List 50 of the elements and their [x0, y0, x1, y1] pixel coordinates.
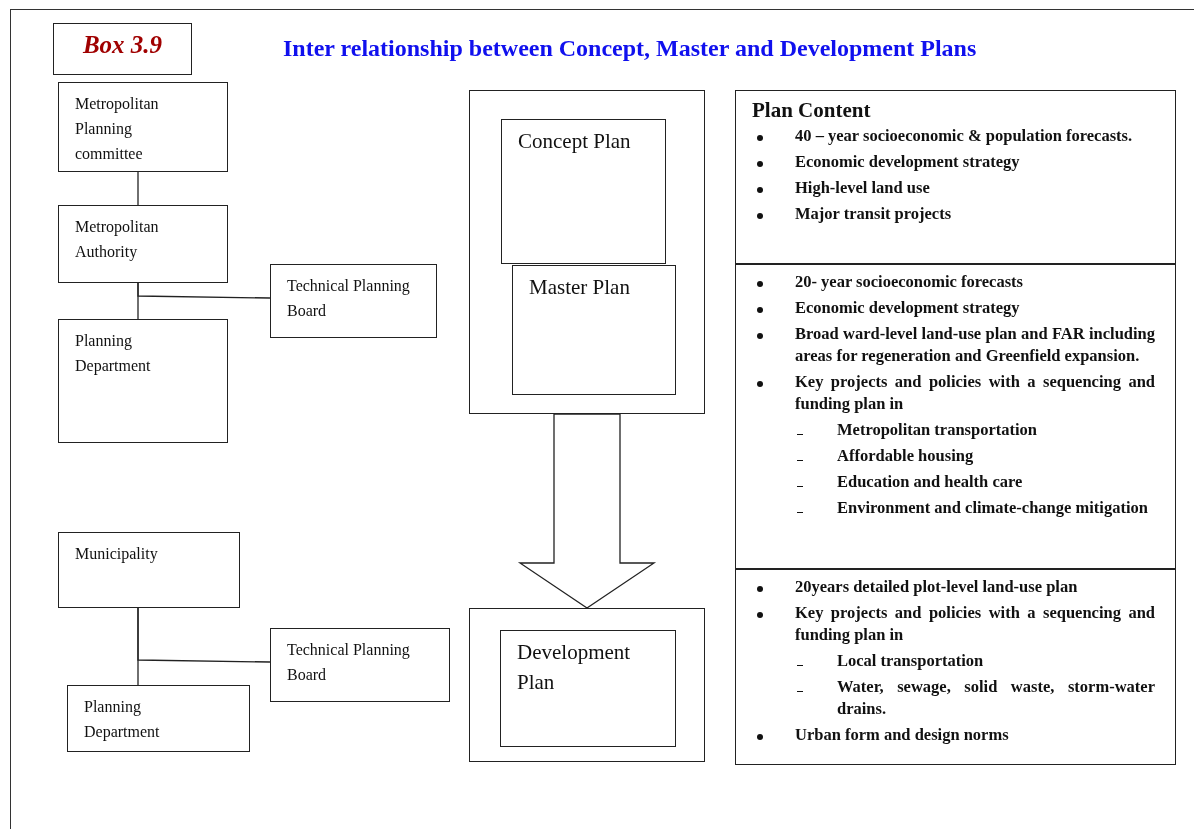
frame-box	[469, 90, 705, 414]
process-box	[58, 532, 240, 608]
list-item: Urban form and design norms	[795, 724, 1010, 746]
node-label: Planning Department	[75, 331, 152, 377]
heading: Plan Content	[752, 97, 872, 123]
process-box	[53, 23, 192, 75]
frame-box	[469, 608, 705, 762]
process-box	[58, 319, 228, 443]
list-item: Key projects and policies with a sequencing and funding plan in	[795, 602, 1155, 646]
process-box	[501, 119, 666, 264]
list-item: High-level land use	[795, 177, 931, 199]
connector-line	[137, 607, 271, 663]
block-arrow	[517, 413, 657, 609]
list-item: Economic development strategy	[795, 151, 1021, 173]
node-label: Technical Planning Board	[287, 276, 411, 321]
list-item: Major transit projects	[795, 203, 953, 225]
list-item: 20- year socioeconomic forecasts	[795, 271, 1025, 293]
node-label: Development Plan	[517, 639, 632, 696]
connector-line	[137, 282, 271, 299]
content-panel	[735, 264, 1176, 569]
node-label: Planning Department	[84, 697, 161, 743]
list-item: Economic development strategy	[795, 297, 1021, 319]
list-item: Environment and climate-change mitigation	[837, 497, 1149, 519]
list-item: Metropolitan transportation	[837, 419, 1038, 441]
process-box	[500, 630, 676, 747]
node-label: Metropolitan Planning committee	[75, 94, 160, 164]
list-item: Local transportation	[837, 650, 985, 672]
node-label: Technical Planning Board	[287, 640, 411, 685]
list-item: Education and health care	[837, 471, 1024, 493]
list-item: 40 – year socioeconomic & population forecasts.	[795, 125, 1134, 147]
list-item: 20years detailed plot-level land-use plan	[795, 576, 1079, 598]
list-item: Water, sewage, solid waste, storm-water drains.	[837, 676, 1155, 720]
content-panel	[735, 569, 1176, 765]
content-panel	[735, 90, 1176, 264]
process-box	[58, 205, 228, 283]
process-box	[58, 82, 228, 172]
title: Inter relationship between Concept, Master and Development Plans	[283, 35, 977, 62]
list-item: Affordable housing	[837, 445, 975, 467]
process-box	[67, 685, 250, 752]
connector-line	[137, 171, 139, 206]
node-label: Master Plan	[529, 274, 630, 301]
list-item: Key projects and policies with a sequencing and funding plan in	[795, 371, 1155, 415]
process-box	[270, 628, 450, 702]
node-label: Municipality	[75, 544, 158, 565]
process-box	[512, 265, 676, 395]
list-item: Broad ward-level land-use plan and FAR including areas for regeneration and Greenfield expansion.	[795, 323, 1155, 367]
box-number: Box 3.9	[81, 32, 164, 57]
node-label: Concept Plan	[518, 128, 631, 155]
node-label: Metropolitan Authority	[75, 217, 160, 263]
process-box	[270, 264, 437, 338]
